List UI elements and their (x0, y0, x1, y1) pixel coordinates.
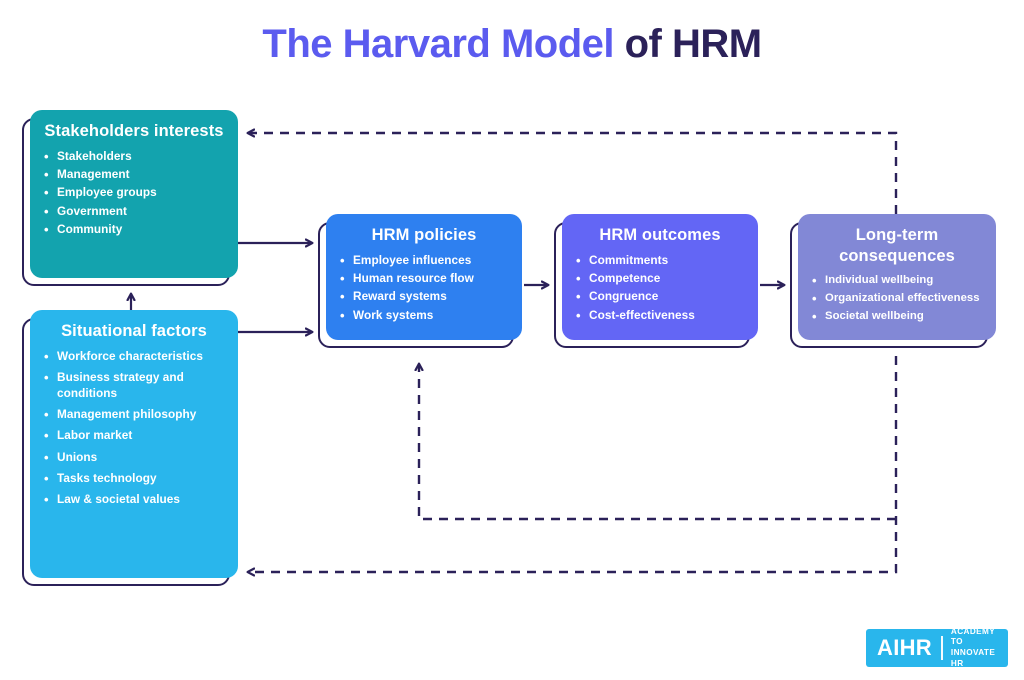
list-item: Reward systems (338, 288, 510, 305)
page-title-secondary: of HRM (624, 22, 762, 66)
node-item-list: Stakeholders Management Employee groups … (42, 148, 226, 238)
list-item: Management (42, 166, 226, 183)
node-item-list: Workforce characteristics Business strat… (42, 348, 226, 509)
node-item-list: Individual wellbeing Organizational effe… (810, 272, 984, 325)
list-item: Congruence (574, 288, 746, 305)
list-item: Work systems (338, 307, 510, 324)
node-long-term-consequences[interactable]: Long-term consequences Individual wellbe… (790, 214, 996, 348)
logo-tagline: ACADEMY TO INNOVATE HR (951, 627, 1008, 670)
node-panel: Stakeholders interests Stakeholders Mana… (30, 110, 238, 278)
list-item: Tasks technology (42, 470, 226, 487)
feedback-to-policies (419, 364, 896, 521)
node-heading: Situational factors (61, 322, 207, 340)
list-item: Community (42, 221, 226, 238)
node-panel: HRM policies Employee influences Human r… (326, 214, 522, 340)
node-panel: Situational factors Workforce characteri… (30, 310, 238, 578)
logo-tagline-line1: ACADEMY TO (950, 626, 995, 647)
node-panel: HRM outcomes Commitments Competence Cong… (562, 214, 758, 340)
node-hrm-policies[interactable]: HRM policies Employee influences Human r… (318, 214, 522, 348)
page-title-primary: The Harvard Model (262, 22, 625, 66)
logo-divider (940, 636, 943, 660)
feedback-consequences-to-stakeholders (248, 133, 898, 214)
list-item: Unions (42, 449, 226, 466)
node-situational-factors[interactable]: Situational factors Workforce characteri… (22, 310, 238, 586)
node-heading: Long-term consequences (839, 226, 955, 265)
node-item-list: Employee influences Human resource flow … (338, 252, 510, 324)
list-item: Individual wellbeing (810, 272, 984, 290)
list-item: Employee groups (42, 184, 226, 201)
list-item: Management philosophy (42, 406, 226, 423)
logo-tagline-line2: INNOVATE HR (950, 648, 996, 668)
list-item: Societal wellbeing (810, 307, 984, 325)
node-heading: Stakeholders interests (44, 122, 224, 140)
node-panel: Long-term consequences Individual wellbe… (798, 214, 996, 340)
list-item: Organizational effectiveness (810, 290, 984, 308)
list-item: Government (42, 203, 226, 220)
list-item: Competence (574, 270, 746, 287)
list-item: Workforce characteristics (42, 348, 226, 365)
list-item: Law & societal values (42, 491, 226, 508)
node-heading: HRM outcomes (599, 226, 721, 244)
node-heading: HRM policies (371, 226, 477, 244)
list-item: Stakeholders (42, 148, 226, 165)
node-item-list: Commitments Competence Congruence Cost-e… (574, 252, 746, 324)
list-item: Commitments (574, 252, 746, 269)
feedback-consequences-to-situational (248, 356, 898, 572)
list-item: Employee influences (338, 252, 510, 269)
aihr-logo[interactable]: AIHR ACADEMY TO INNOVATE HR (866, 627, 1008, 670)
logo-wordmark: AIHR (877, 635, 932, 660)
list-item: Human resource flow (338, 270, 510, 287)
list-item: Cost-effectiveness (574, 307, 746, 324)
list-item: Labor market (42, 427, 226, 444)
list-item: Business strategy and conditions (42, 369, 226, 402)
node-stakeholders-interests[interactable]: Stakeholders interests Stakeholders Mana… (22, 110, 238, 286)
page-title: The Harvard Model of HRM (0, 22, 1024, 67)
node-hrm-outcomes[interactable]: HRM outcomes Commitments Competence Cong… (554, 214, 758, 348)
